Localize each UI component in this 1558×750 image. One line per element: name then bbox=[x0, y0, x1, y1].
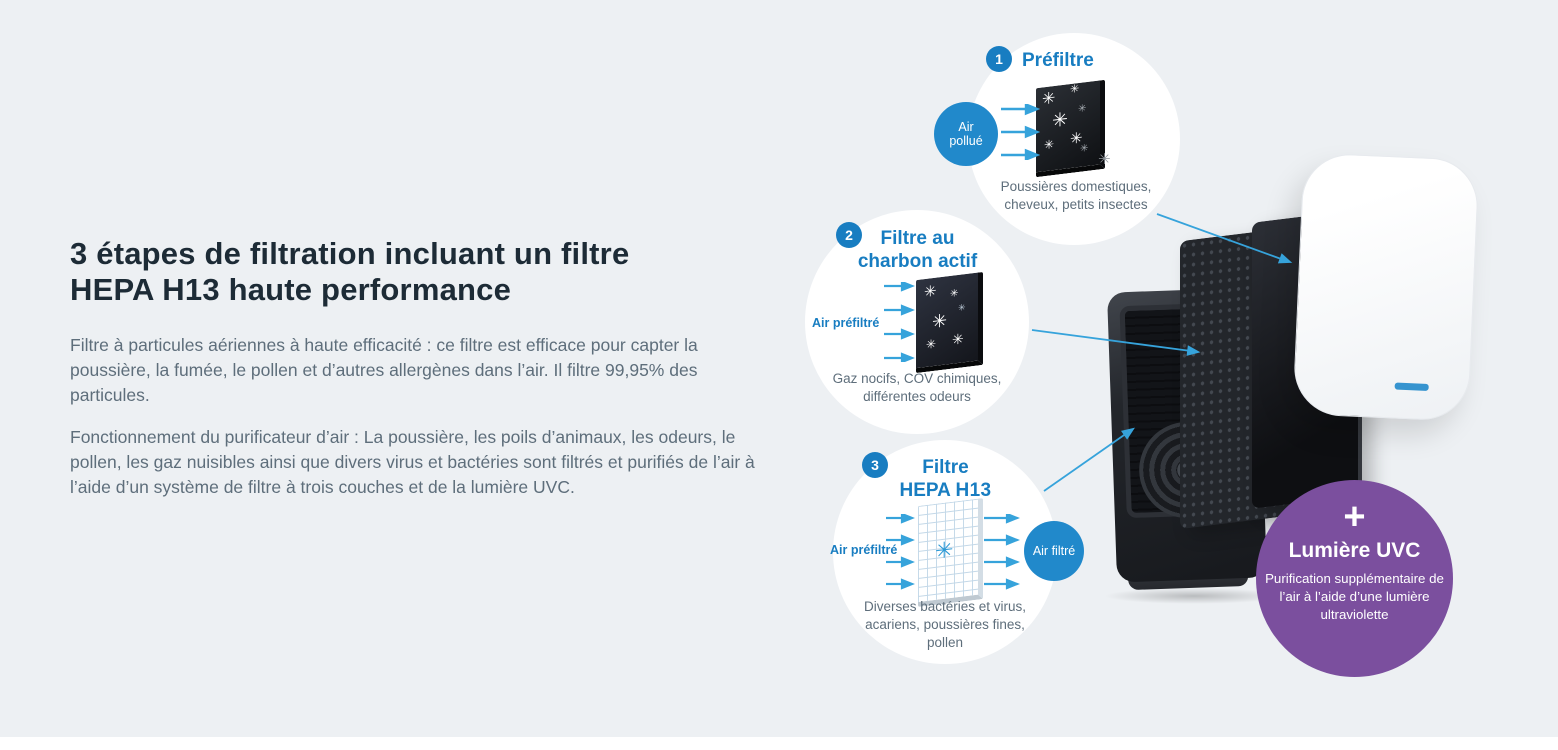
h13-label: H13 bbox=[955, 480, 992, 502]
heading-line-1: 3 étapes de filtration incluant un filtr… bbox=[70, 236, 630, 271]
airflow-arrows-icon bbox=[984, 514, 1020, 590]
particle: ✳ bbox=[1078, 103, 1087, 116]
particle: ✳ bbox=[1070, 81, 1080, 97]
plus-icon: + bbox=[1343, 496, 1366, 538]
intro-text-block: 3 étapes de filtration incluant un filtr… bbox=[70, 236, 768, 517]
brand-logo bbox=[1394, 382, 1429, 391]
uvc-caption: Purification supplémentaire de l’air à l… bbox=[1265, 571, 1444, 622]
step-title-carbon-line-2: charbon actif bbox=[857, 251, 978, 273]
particle: ✳ bbox=[1044, 137, 1055, 153]
particle: ✳ bbox=[935, 537, 954, 565]
step-caption-prefilter: Poussières domestiques, cheveux, petits … bbox=[1000, 179, 1152, 212]
prefilter-filter-icon: ✳ ✳ ✳ ✳ ✳ ✳ ✳ bbox=[1036, 79, 1105, 178]
step-number-badge-3: 3 bbox=[862, 452, 888, 478]
step-number-badge-2: 2 bbox=[836, 222, 862, 248]
particle: ✳ bbox=[952, 331, 964, 349]
hepa-label: HEPA bbox=[899, 480, 951, 502]
particle: ✳ bbox=[924, 281, 937, 302]
step-number-1: 1 bbox=[995, 51, 1003, 67]
particle: ✳ bbox=[958, 303, 966, 314]
particle: ✳ bbox=[1052, 108, 1068, 133]
step-title-hepa-line-1: Filtre bbox=[922, 457, 969, 478]
step-title-carbon-line-1: Filtre au bbox=[880, 228, 955, 249]
particle: ✳ bbox=[1042, 87, 1056, 109]
hepa-filter-icon: ✳ bbox=[918, 498, 983, 607]
airflow-arrows-icon bbox=[886, 514, 915, 590]
paragraph-filter-description: Filtre à particules aériennes à haute ef… bbox=[70, 334, 698, 406]
purifier-ground-shadow bbox=[1104, 588, 1284, 604]
step-number-2: 2 bbox=[845, 227, 853, 243]
airflow-arrows-icon bbox=[884, 282, 915, 362]
particle: ✳ bbox=[926, 336, 937, 352]
particle: ✳ bbox=[932, 310, 948, 334]
step-title-prefilter: Préfiltre bbox=[1022, 50, 1094, 71]
air-pollue-badge: Air pollué bbox=[934, 102, 998, 166]
step-caption-carbon: Gaz nocifs, COV chimiques, différentes o… bbox=[832, 371, 1002, 404]
paragraph-function-description: Fonctionnement du purificateur d’air : L… bbox=[70, 426, 755, 498]
carbon-filter-icon: ✳ ✳ ✳ ✳ ✳ ✳ bbox=[916, 271, 983, 374]
uvc-title: Lumière UVC bbox=[1288, 539, 1421, 562]
airflow-arrows-icon bbox=[1001, 104, 1040, 160]
air-prefiltre-label: Air préfiltré bbox=[812, 316, 880, 330]
bottom-white-strip bbox=[0, 737, 1558, 750]
step-title-hepa: Filtre HEPA H13 bbox=[873, 456, 1018, 502]
step-number-3: 3 bbox=[871, 457, 879, 473]
air-filtre-badge: Air filtré bbox=[1024, 521, 1084, 581]
section-heading: 3 étapes de filtration incluant un filtr… bbox=[70, 236, 768, 309]
particle: ✳ bbox=[950, 287, 959, 300]
stray-particle-icon: ✳ bbox=[1098, 150, 1111, 168]
particle: ✳ bbox=[1080, 142, 1089, 155]
air-prefiltre-label: Air préfiltré bbox=[830, 543, 898, 557]
purifier-front-cover bbox=[1292, 152, 1480, 422]
step-title-carbon: Filtre au charbon actif bbox=[845, 227, 990, 273]
step-number-badge-1: 1 bbox=[986, 46, 1012, 72]
uvc-light-bubble: + Lumière UVC Purification supplémentair… bbox=[1256, 480, 1453, 677]
heading-line-2: HEPA H13 haute performance bbox=[70, 272, 512, 308]
step-caption-hepa: Diverses bactéries et virus, acariens, p… bbox=[863, 599, 1027, 650]
